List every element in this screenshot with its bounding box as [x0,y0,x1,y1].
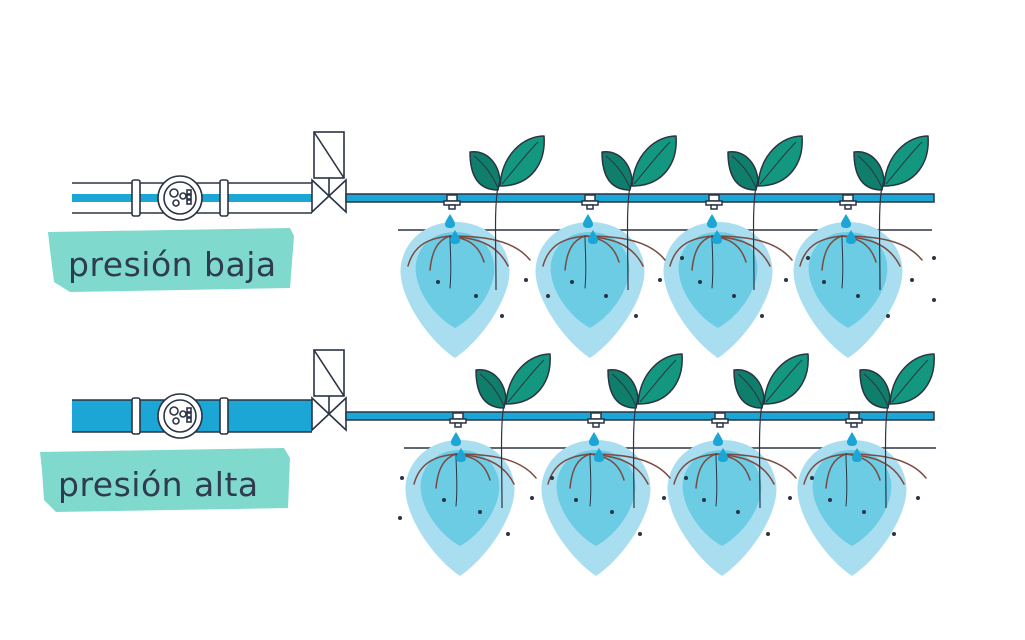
dripper-icon [705,194,723,210]
plant-icon [853,135,929,191]
plant-stems [500,403,889,509]
dripper-icon [581,194,599,210]
dripper-icon [711,412,729,428]
dripper-icon [587,412,605,428]
plant-icon [607,353,683,409]
water-drop-icon [589,432,599,446]
drip-line-high [345,411,935,421]
dripper-icon [839,194,857,210]
label-presion-alta: presión alta [40,448,290,512]
drip-line-low [345,193,935,203]
plant-icon [601,135,677,191]
water-drop-icon [841,214,851,228]
water-drop-icon [445,214,455,228]
plant-icon [733,353,809,409]
label-high-text: presión alta [58,465,259,504]
dripper-icon [449,412,467,428]
dripper-icon [443,194,461,210]
plant-icon [727,135,803,191]
soil-particles [436,256,936,318]
water-drop-icon [713,432,723,446]
water-drop-icon [707,214,717,228]
label-presion-baja: presión baja [48,228,294,292]
plant-icon [475,353,551,409]
plant-stems [494,185,883,291]
row-high-pressure: presión alta [40,349,936,576]
dripper-icon [845,412,863,428]
water-drop-icon [451,432,461,446]
valve-icon [311,349,347,431]
plant-icon [859,353,935,409]
row-low-pressure: presión baja [48,131,936,358]
water-drop-icon [847,432,857,446]
soil-particles [398,476,920,536]
wet-bulb [797,440,907,576]
label-low-text: presión baja [68,245,277,284]
plant-icon [469,135,545,191]
water-drop-icon [583,214,593,228]
valve-icon [311,131,347,213]
